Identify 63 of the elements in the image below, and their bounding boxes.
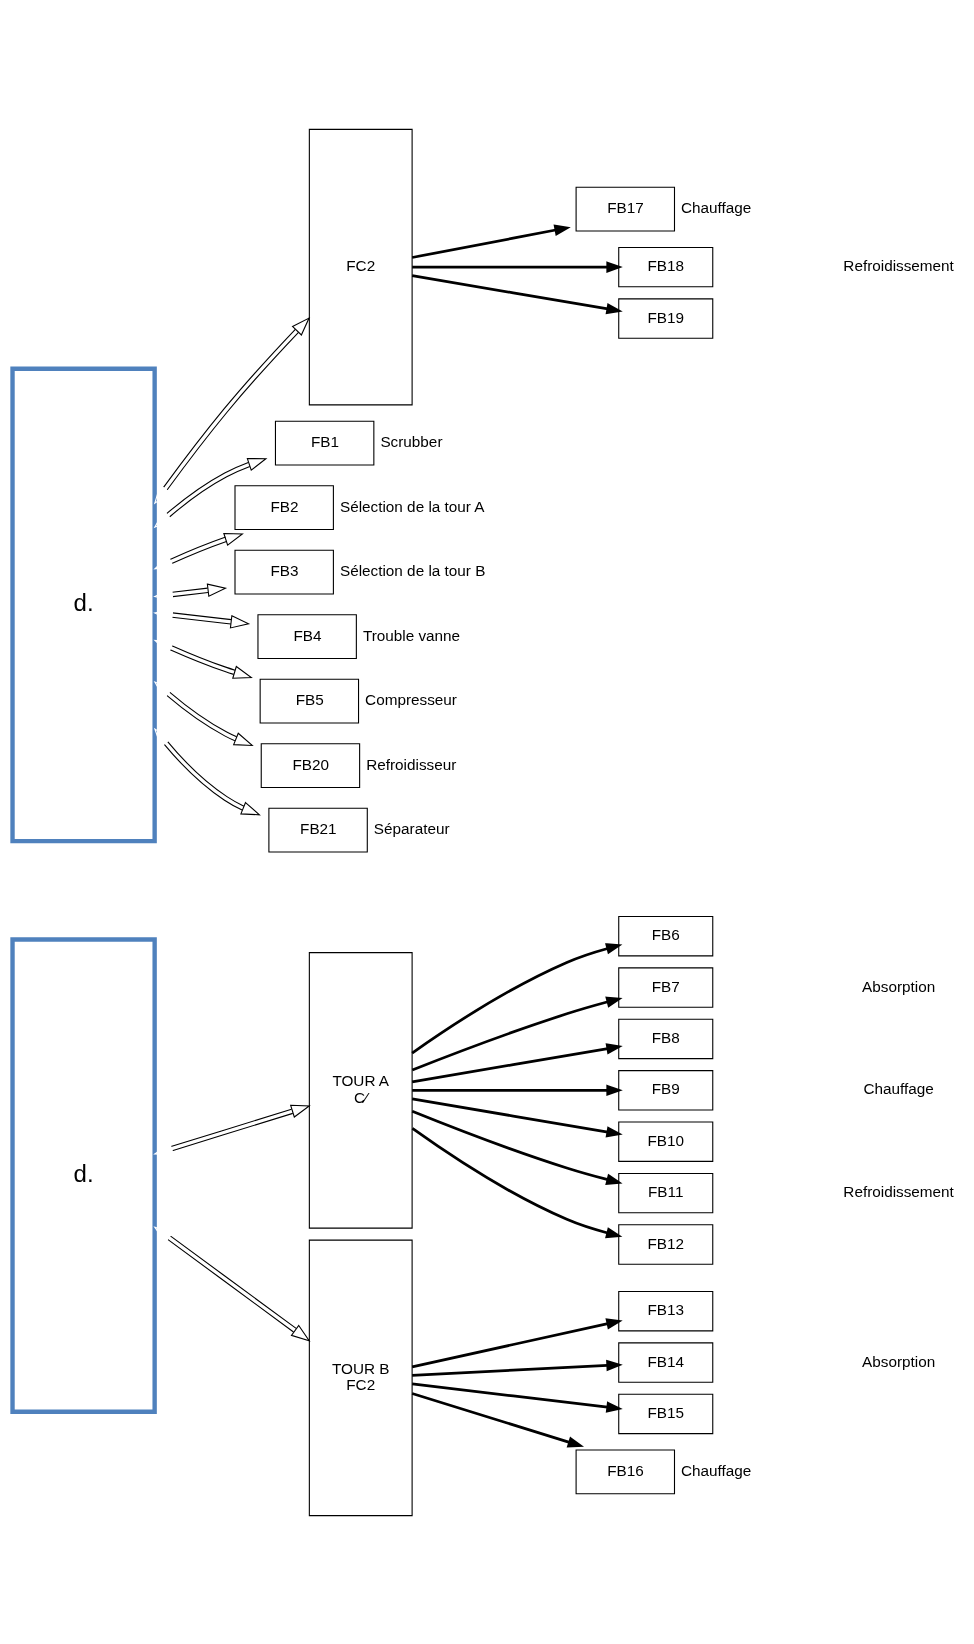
node-box: FB3 xyxy=(234,549,334,595)
arrow xyxy=(153,532,244,570)
label: Absorption xyxy=(862,1352,936,1370)
node-box: FB7 xyxy=(618,966,714,1008)
node-box: FB11 xyxy=(618,1172,714,1213)
arrow xyxy=(411,942,623,1054)
node-label: Chauffage xyxy=(681,198,752,216)
node-box: TOUR B FC2 xyxy=(308,1239,413,1516)
node-box: FB16 xyxy=(575,1449,676,1494)
node-label: Sélection de la tour A xyxy=(339,497,485,515)
arrow xyxy=(412,1382,623,1413)
node-label: Séparateur xyxy=(373,819,450,837)
arrow xyxy=(411,224,571,259)
node-box: FB9 xyxy=(618,1069,714,1111)
arrow xyxy=(153,639,253,679)
arrow xyxy=(411,1109,623,1185)
arrow xyxy=(153,457,268,528)
node-box: FC2 xyxy=(308,128,413,405)
node-label: Refroidisseur xyxy=(366,755,457,773)
node-box: FB10 xyxy=(618,1121,714,1162)
node-box: FB19 xyxy=(618,297,714,339)
arrow xyxy=(412,1359,623,1377)
node-label: Chauffage xyxy=(681,1461,752,1479)
arrow xyxy=(411,996,623,1071)
arrow xyxy=(412,1084,623,1096)
node-box: FB15 xyxy=(618,1393,714,1434)
label: Absorption xyxy=(862,977,936,995)
node-box: TOUR A C⁄ xyxy=(308,951,413,1229)
arrow xyxy=(153,1225,311,1342)
arrow xyxy=(153,680,254,746)
node-box: FB13 xyxy=(618,1290,714,1331)
arrow xyxy=(412,260,623,273)
arrow xyxy=(411,1097,623,1138)
arrow xyxy=(411,1317,623,1368)
arrow xyxy=(153,727,261,815)
node-box: d. xyxy=(10,936,157,1414)
node-label: Compresseur xyxy=(365,690,457,708)
node-box: FB21 xyxy=(268,807,368,853)
label: Chauffage xyxy=(863,1079,934,1097)
node-label: Trouble vanne xyxy=(362,626,461,644)
arrow xyxy=(411,1126,623,1238)
node-box: FB6 xyxy=(618,915,714,956)
node-box: d. xyxy=(10,366,157,843)
node-label: Sélection de la tour B xyxy=(339,561,486,579)
node-box: FB20 xyxy=(260,742,361,788)
node-box: FB1 xyxy=(274,420,375,466)
node-label: Scrubber xyxy=(380,432,443,450)
node-box: FB5 xyxy=(259,678,360,724)
node-box: FB14 xyxy=(618,1341,714,1383)
arrow xyxy=(153,582,228,601)
node-box: FB8 xyxy=(618,1018,714,1059)
arrow xyxy=(153,1104,311,1155)
node-box: FB17 xyxy=(575,186,676,232)
arrow xyxy=(411,1042,623,1083)
arrow xyxy=(411,1391,585,1447)
arrow xyxy=(153,316,311,504)
label: Refroidissement xyxy=(843,256,954,274)
node-box: FB12 xyxy=(618,1223,714,1265)
node-box: FB18 xyxy=(618,246,714,287)
node-box: FB2 xyxy=(234,484,334,530)
arrow xyxy=(411,273,623,314)
node-box: FB4 xyxy=(257,613,357,659)
label: Refroidissement xyxy=(843,1182,954,1200)
